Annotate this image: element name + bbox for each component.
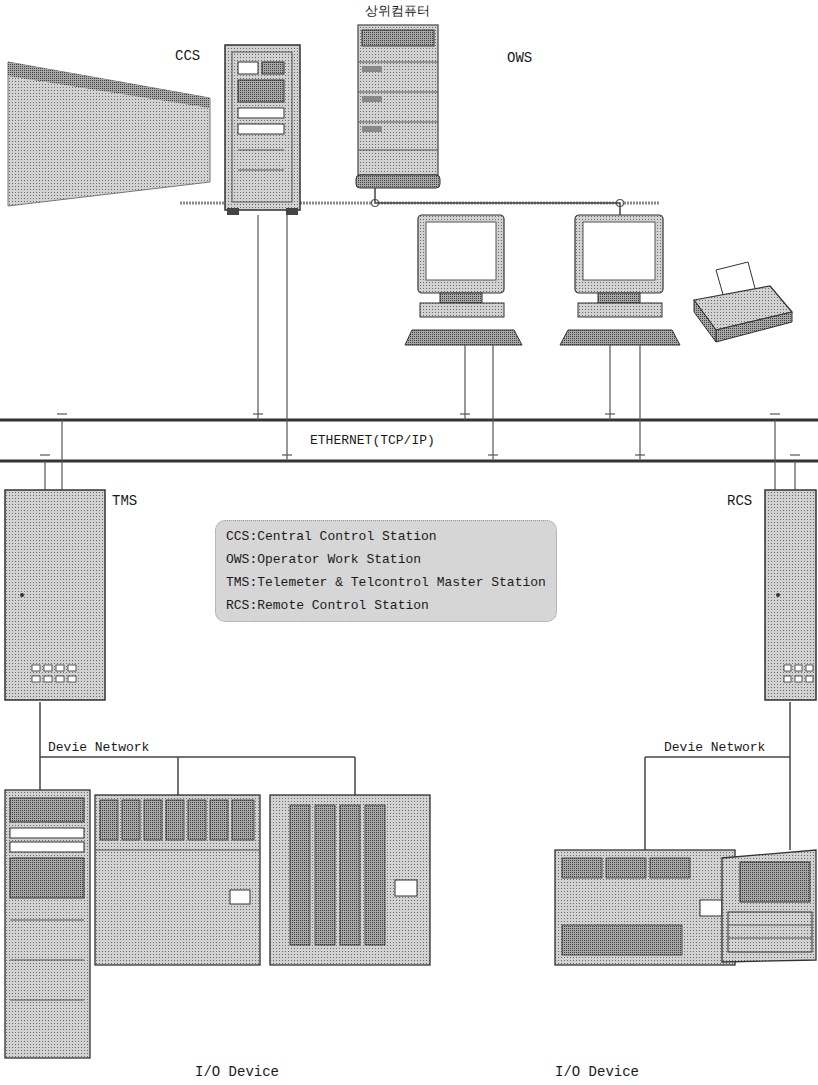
- node-heading: CCS: [175, 48, 200, 64]
- server-icon: [356, 25, 440, 188]
- device-group: I/O Device: [555, 850, 816, 1062]
- io-device: [270, 795, 430, 965]
- workstation-pc: [560, 215, 680, 345]
- network-link: [789, 702, 791, 850]
- node-caption: I/O Device: [195, 1064, 279, 1080]
- legend-box: CCS:Central Control StationOWS:Operator …: [215, 520, 557, 622]
- network-link: [375, 188, 620, 215]
- device-group: I/O Device: [5, 790, 430, 1062]
- printer: [694, 262, 792, 342]
- station-node: CCS: [5, 45, 300, 215]
- node-heading: TMS: [112, 493, 137, 509]
- ccs-console: [8, 62, 210, 206]
- tms-cabinet: [5, 490, 105, 700]
- io-device: [95, 795, 260, 965]
- io-device: [555, 850, 735, 965]
- io-device: [722, 850, 816, 962]
- node-caption: I/O Device: [555, 1064, 639, 1080]
- legend-definition: RCS:Remote Control Station: [226, 594, 546, 617]
- ccs-cabinet: [225, 45, 300, 215]
- station-node: RCS: [765, 490, 816, 702]
- server-node: 상위컴퓨터: [355, 25, 440, 188]
- legend-definition: CCS:Central Control Station: [226, 525, 546, 548]
- network-label: Devie Network: [46, 740, 151, 755]
- network-label: ETHERNET(TCP/IP): [308, 433, 437, 448]
- legend-definition: TMS:Telemeter & Telcontrol Master Statio…: [226, 571, 546, 594]
- station-node: TMS: [5, 490, 105, 702]
- rcs-cabinet: [765, 490, 816, 700]
- station-node: OWS: [408, 215, 792, 345]
- node-heading: 상위컴퓨터: [325, 3, 470, 19]
- workstation-pc: [405, 215, 522, 345]
- network-label: Devie Network: [662, 740, 767, 755]
- io-device: [5, 790, 90, 1058]
- ethernet-bus: [0, 215, 818, 490]
- legend-definition: OWS:Operator Work Station: [226, 548, 546, 571]
- node-heading: OWS: [507, 50, 532, 66]
- network-link: [39, 702, 41, 790]
- node-heading: RCS: [727, 493, 752, 509]
